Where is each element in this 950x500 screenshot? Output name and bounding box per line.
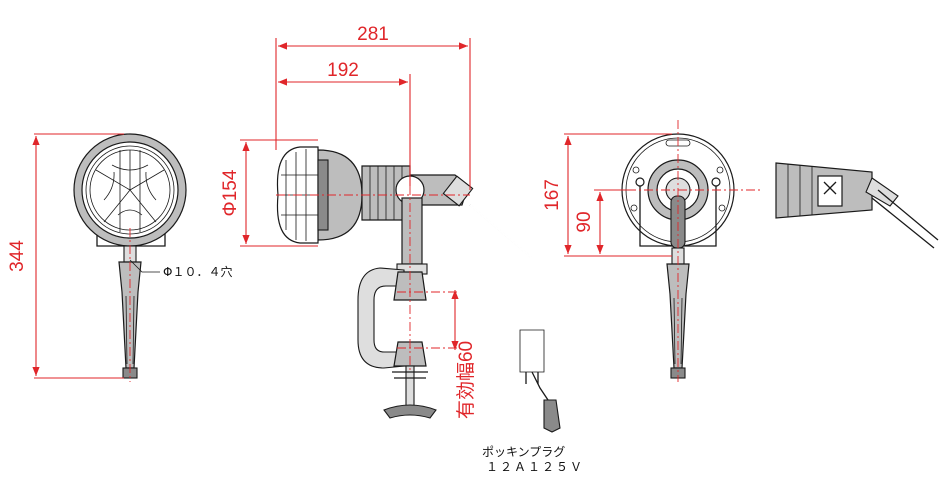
side-view (276, 146, 561, 433)
dim-clamp-label: 有効幅60 (455, 341, 477, 419)
hole-label: Φ１０．４穴 (163, 264, 232, 279)
dim-90-label: 90 (574, 211, 595, 232)
dim-281-label: 281 (357, 24, 389, 45)
dim-overall-length: 281 (275, 24, 471, 190)
dim-clamp-range: 有効幅60 (451, 290, 477, 419)
dim-rear-height: 167 (542, 133, 672, 257)
dim-head-to-pole: 192 (278, 60, 411, 186)
dim-192-label: 192 (327, 60, 359, 81)
dim-head-diameter: Φ154 (220, 139, 318, 247)
front-guard (95, 150, 165, 232)
dim-154-label: Φ154 (220, 169, 241, 216)
front-view: Φ１０．４穴 (73, 133, 232, 382)
dim-344-label: 344 (7, 240, 28, 272)
plug-rating-label: １２Ａ１２５Ｖ (486, 460, 584, 474)
plug-name-label: ポッキンプラグ (482, 445, 565, 459)
dim-overall-height: 344 (7, 133, 124, 379)
dim-167-label: 167 (542, 179, 563, 211)
dim-pivot-height: 90 (574, 189, 636, 254)
socket-detail (775, 162, 939, 249)
